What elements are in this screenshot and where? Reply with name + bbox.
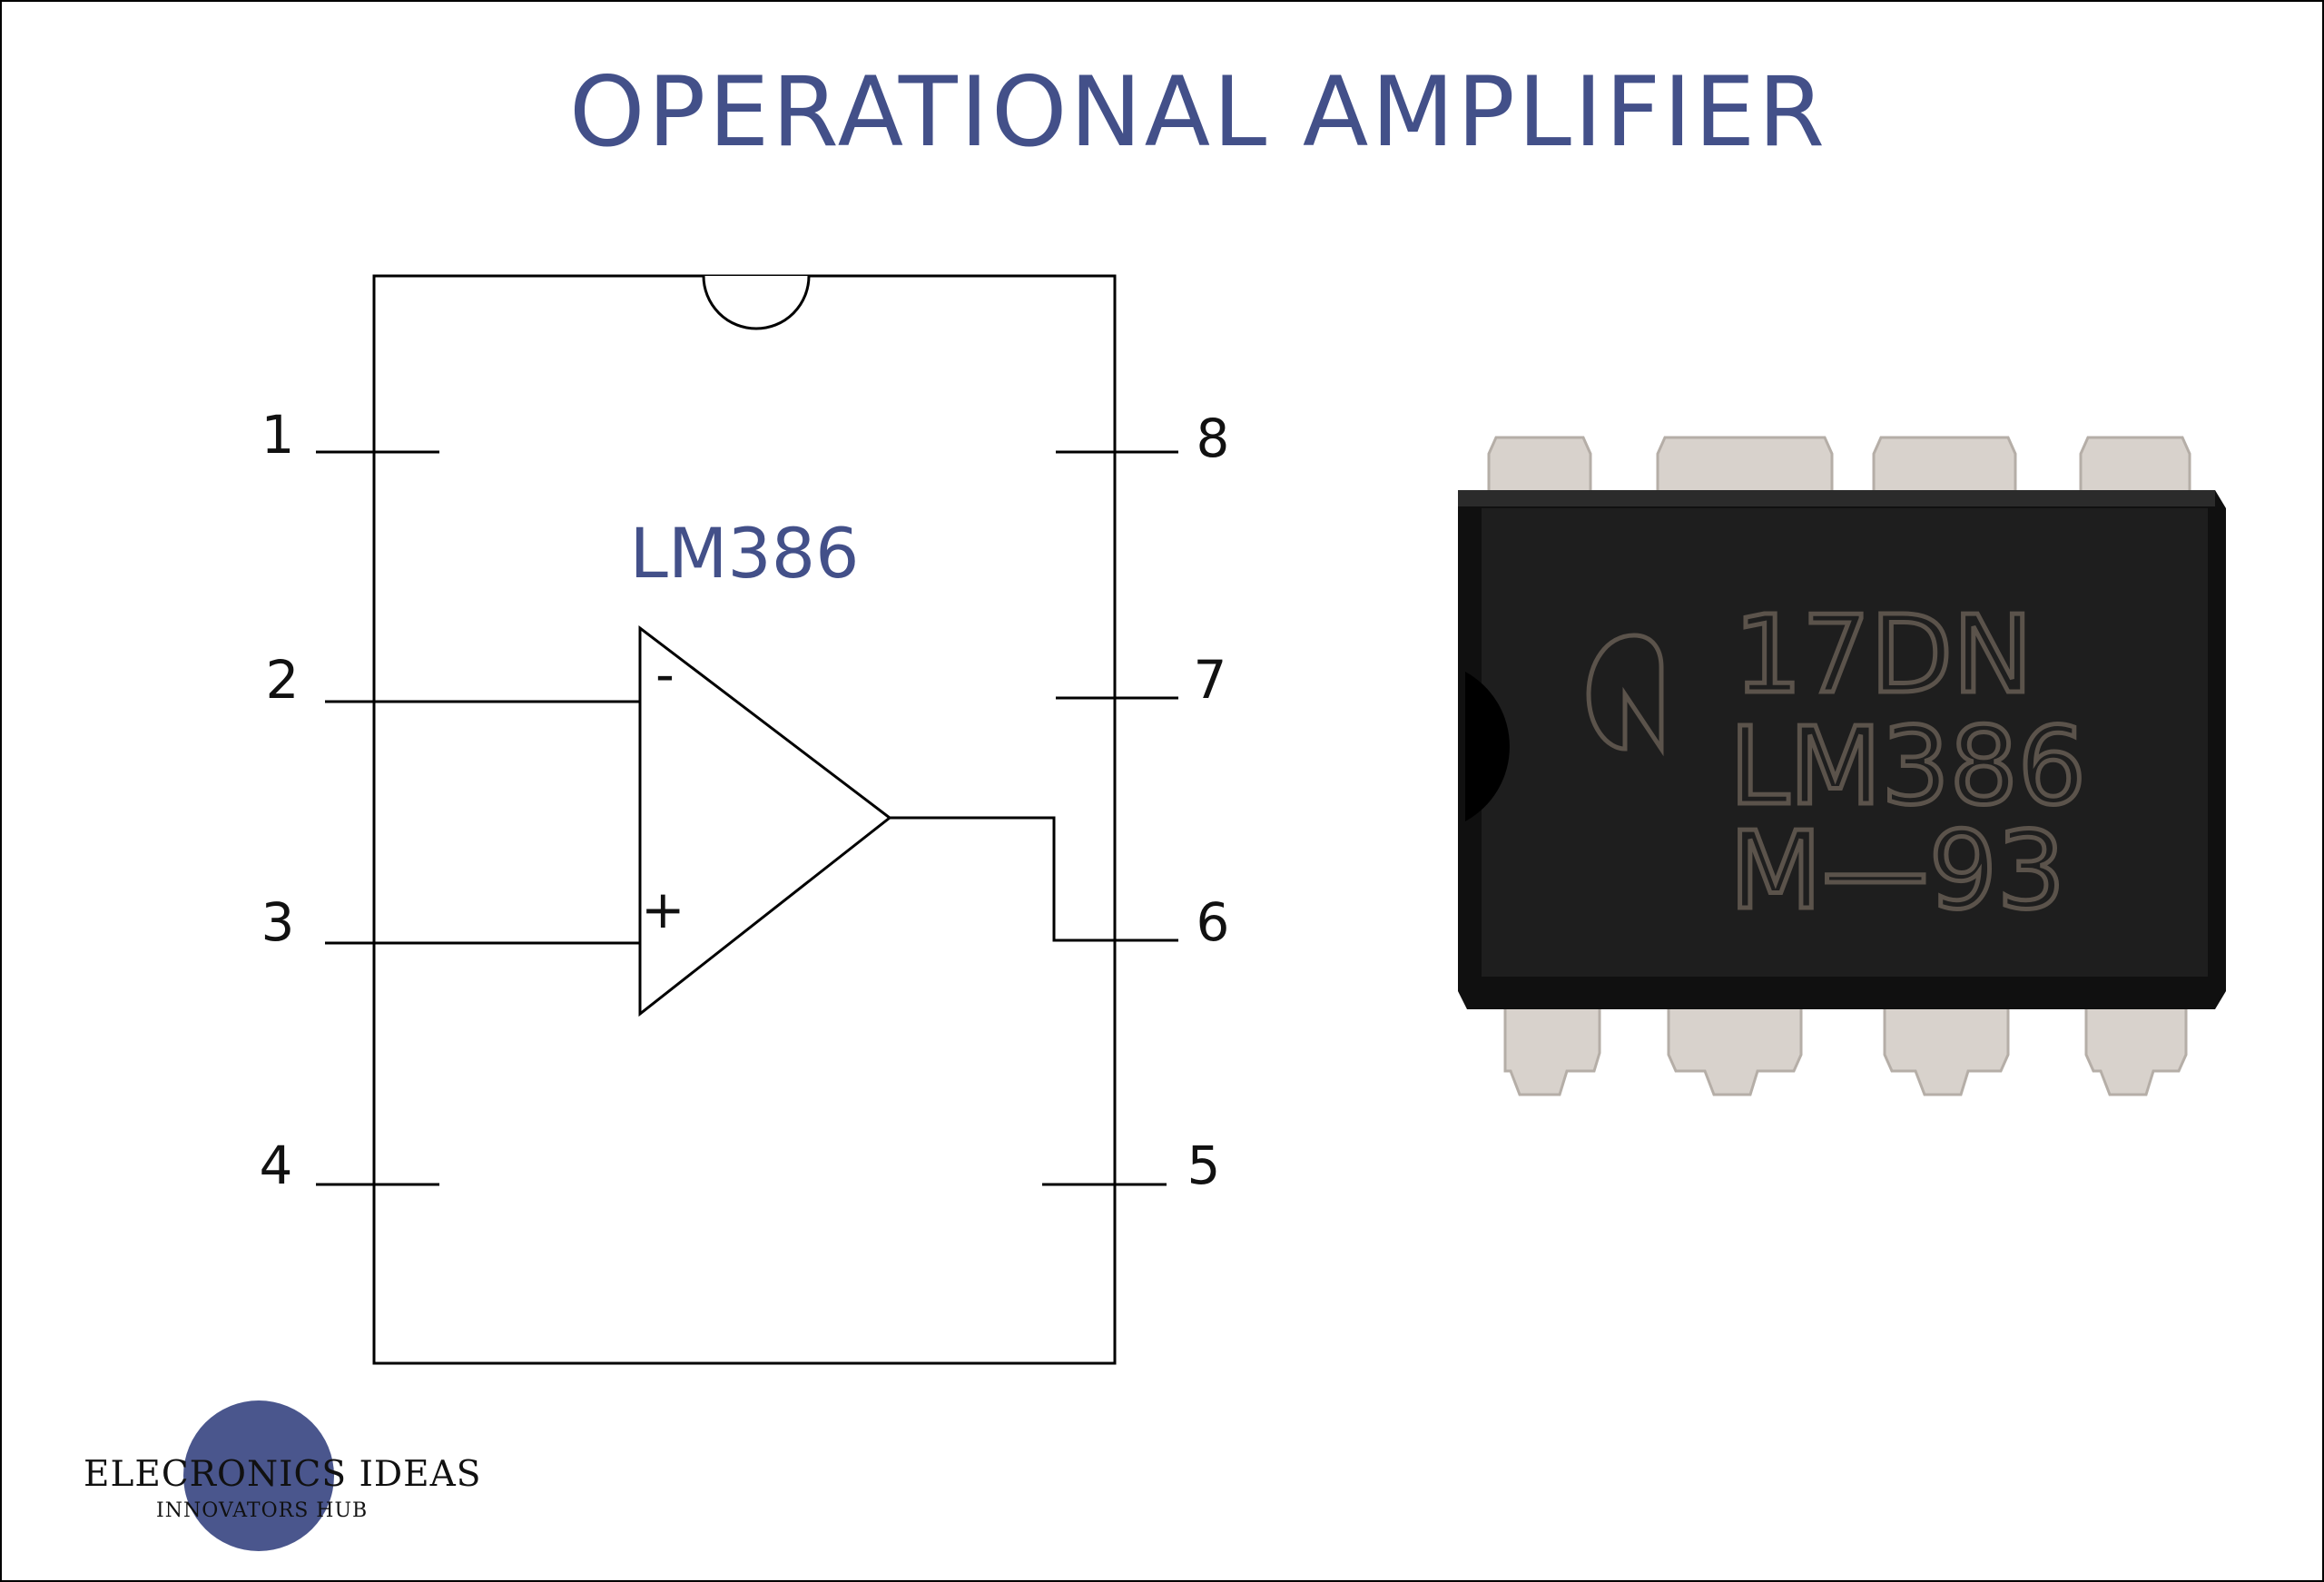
pin-label-6: 6 xyxy=(1196,891,1230,953)
chip-photo-bottom-pins xyxy=(1503,997,2188,1096)
pin-label-8: 8 xyxy=(1196,408,1230,469)
ic-outline xyxy=(372,274,1117,1365)
pin-label-5: 5 xyxy=(1187,1135,1221,1196)
chip-photo-top-pins xyxy=(1487,436,2191,494)
ic-schematic xyxy=(316,274,1178,1365)
chip-photo-top-edge xyxy=(1458,490,2215,506)
logo-name: ELECRONICS IDEAS xyxy=(84,1454,482,1495)
marking-line-3: M—93 xyxy=(1729,808,2065,933)
brand-logo: ELECRONICS IDEAS INNOVATORS HUB xyxy=(84,1400,482,1551)
page-title: OPERATIONAL AMPLIFIER xyxy=(568,56,1828,168)
pin-label-2: 2 xyxy=(266,649,300,711)
non-inverting-input-symbol: + xyxy=(641,879,685,940)
manufacturer-logo-icon xyxy=(1586,633,1664,757)
inverting-input-symbol: - xyxy=(655,644,675,705)
marking-line-2: LM386 xyxy=(1729,703,2086,829)
pin-label-4: 4 xyxy=(260,1135,293,1196)
marking-line-1: 17DN xyxy=(1734,592,2033,717)
pin-label-3: 3 xyxy=(261,891,295,953)
pin-label-1: 1 xyxy=(261,404,295,466)
chip-label: LM386 xyxy=(630,513,860,594)
chip-photo-notch xyxy=(1465,672,1510,821)
ic-notch xyxy=(702,275,811,330)
opamp-triangle xyxy=(638,624,892,1017)
logo-circle xyxy=(183,1400,334,1551)
chip-photo: 17DN LM386 M—93 xyxy=(1458,436,2226,1096)
opamp-output-line xyxy=(890,816,1178,942)
logo-tagline: INNOVATORS HUB xyxy=(156,1499,368,1522)
pin-label-7: 7 xyxy=(1194,649,1227,711)
chip-photo-top-face xyxy=(1482,508,2208,977)
